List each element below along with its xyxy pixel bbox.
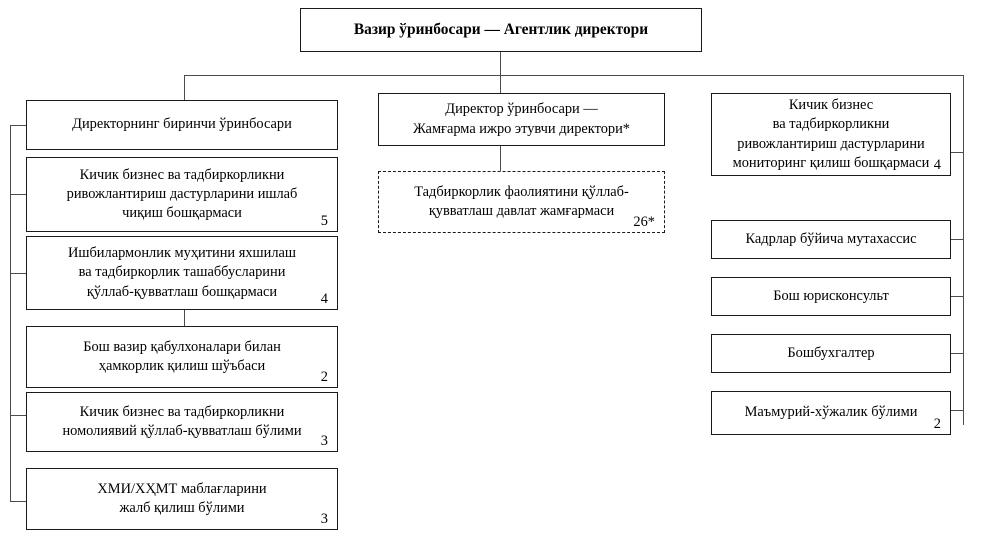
left-box-2-count: 5 bbox=[320, 212, 328, 229]
left-box-3[interactable]: Ишбилармонлик муҳитини яхшилаш ва тадбир… bbox=[26, 236, 338, 310]
right-box-2-label: Кадрлар бўйича мутахассис bbox=[745, 230, 917, 247]
middle-box-2-label: Тадбиркорлик фаолиятини қўллаб- қувватла… bbox=[414, 183, 629, 219]
connector-drop-middle bbox=[500, 75, 501, 93]
left-box-3-label: Ишбилармонлик муҳитини яхшилаш ва тадбир… bbox=[68, 245, 296, 300]
connector-left-stub-3 bbox=[10, 273, 26, 274]
right-box-5[interactable]: Маъмурий-хўжалик бўлими 2 bbox=[711, 391, 951, 435]
right-box-2[interactable]: Кадрлар бўйича мутахассис bbox=[711, 220, 951, 259]
left-box-5-count: 3 bbox=[320, 432, 328, 449]
left-box-3-count: 4 bbox=[320, 290, 328, 307]
connector-left-stub-6 bbox=[10, 501, 26, 502]
left-box-6[interactable]: ХМИ/ХҲМТ маблағларини жалб қилиш бўлими … bbox=[26, 468, 338, 530]
left-box-2-label: Кичик бизнес ва тадбиркорликни ривожлант… bbox=[66, 166, 298, 222]
connector-right-stub-3 bbox=[951, 296, 964, 297]
middle-box-1[interactable]: Директор ўринбосари — Жамғарма ижро этув… bbox=[378, 93, 665, 146]
left-box-6-label: ХМИ/ХҲМТ маблағларини жалб қилиш бўлими bbox=[97, 480, 267, 516]
left-box-2[interactable]: Кичик бизнес ва тадбиркорликни ривожлант… bbox=[26, 157, 338, 232]
connector-left-stub-2 bbox=[10, 194, 26, 195]
middle-box-1-label: Директор ўринбосари — Жамғарма ижро этув… bbox=[413, 101, 630, 137]
connector-drop-left bbox=[184, 75, 185, 100]
connector-right-stub-2 bbox=[951, 239, 964, 240]
middle-box-2-count: 26* bbox=[633, 213, 655, 230]
middle-box-2-fund[interactable]: Тадбиркорлик фаолиятини қўллаб- қувватла… bbox=[378, 171, 665, 233]
connector-drop-right bbox=[963, 75, 964, 425]
left-box-4-count: 2 bbox=[320, 368, 328, 385]
left-box-5-label: Кичик бизнес ва тадбиркорликни номолияви… bbox=[62, 403, 302, 439]
left-box-1-label: Директорнинг биринчи ўринбосари bbox=[72, 116, 292, 133]
connector-root-stem bbox=[500, 52, 501, 76]
connector-right-stub-5 bbox=[951, 410, 964, 411]
root-node-box[interactable]: Вазир ўринбосари — Агентлик директори bbox=[300, 8, 702, 52]
right-box-3[interactable]: Бош юрисконсульт bbox=[711, 277, 951, 316]
right-box-1-label: Кичик бизнес ва тадбиркорликни ривожлант… bbox=[732, 97, 930, 171]
connector-left-stub-5 bbox=[10, 415, 26, 416]
right-box-1[interactable]: Кичик бизнес ва тадбиркорликни ривожлант… bbox=[711, 93, 951, 176]
right-box-5-count: 2 bbox=[933, 415, 941, 432]
right-box-3-label: Бош юрисконсульт bbox=[773, 287, 889, 304]
right-box-4-label: Бошбухгалтер bbox=[787, 344, 875, 361]
connector-left-stub-1 bbox=[10, 125, 26, 126]
connector-main-trunk bbox=[184, 75, 964, 76]
root-node-label: Вазир ўринбосари — Агентлик директори bbox=[353, 20, 649, 38]
connector-right-stub-4 bbox=[951, 353, 964, 354]
connector-left-spine bbox=[10, 125, 11, 501]
right-box-1-count: 4 bbox=[933, 156, 941, 173]
left-box-4[interactable]: Бош вазир қабулхоналари билан ҳамкорлик … bbox=[26, 326, 338, 388]
right-box-4[interactable]: Бошбухгалтер bbox=[711, 334, 951, 373]
connector-left-3-to-4 bbox=[184, 310, 185, 326]
left-box-4-label: Бош вазир қабулхоналари билан ҳамкорлик … bbox=[83, 338, 281, 374]
right-box-5-label: Маъмурий-хўжалик бўлими bbox=[744, 404, 918, 421]
left-box-5[interactable]: Кичик бизнес ва тадбиркорликни номолияви… bbox=[26, 392, 338, 452]
connector-right-stub-1 bbox=[951, 152, 964, 153]
connector-middle-1-to-2 bbox=[500, 146, 501, 171]
left-box-6-count: 3 bbox=[320, 510, 328, 527]
left-box-1[interactable]: Директорнинг биринчи ўринбосари bbox=[26, 100, 338, 150]
